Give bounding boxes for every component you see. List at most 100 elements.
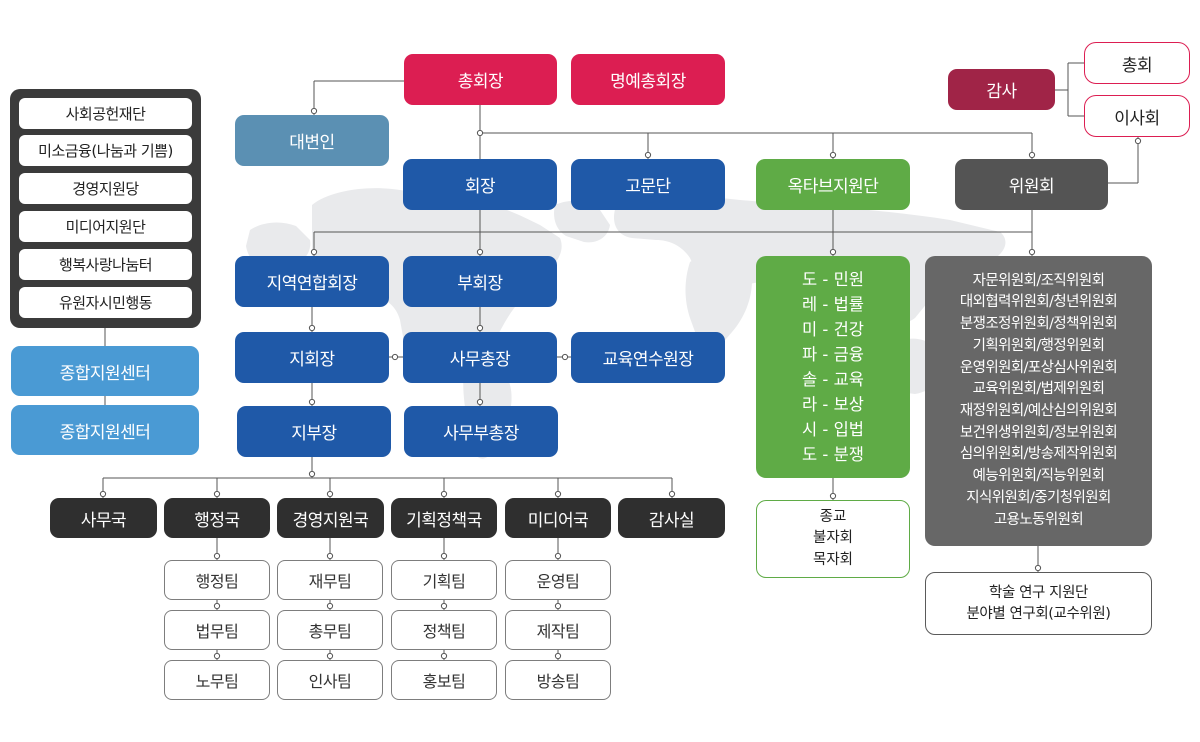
- committee-item: 지식위원회/중기청위원회: [966, 489, 1111, 506]
- committee-list: 자문위원회/조직위원회 대외협력위원회/청년위원회 분쟁조정위원회/정책위원회 …: [925, 256, 1152, 546]
- team-box: 정책팀: [391, 610, 497, 650]
- religion-item: 목자회: [812, 551, 854, 568]
- connector-node: [213, 552, 221, 560]
- support-center-box-2: 종합지원센터: [11, 405, 199, 455]
- secretary-general-box: 사무총장: [403, 332, 557, 383]
- regional-chair-box: 지역연합회장: [235, 256, 389, 307]
- committee-item: 재정위원회/예산심의위원회: [959, 403, 1118, 419]
- committee-item: 기획위원회/행정위원회: [972, 337, 1105, 354]
- connector-node: [213, 602, 221, 610]
- connector-node: [391, 353, 399, 361]
- committee-item: 심의위원회/방송제작위원회: [959, 446, 1118, 463]
- team-box: 인사팀: [277, 660, 383, 700]
- committee-item: 보건위생위원회/정보위원회: [959, 424, 1118, 441]
- affiliate-item: 미소금융(나눔과 기쁨): [19, 135, 192, 166]
- connector-node: [1034, 564, 1042, 572]
- connector-node: [440, 652, 448, 660]
- connector-node: [308, 324, 316, 332]
- bureau-box: 감사실: [618, 498, 725, 538]
- academic-support-box: 학술 연구 지원단 분야별 연구회(교수위원): [925, 572, 1152, 635]
- committee-item: 자문위원회/조직위원회: [972, 272, 1105, 289]
- connector-node: [326, 490, 334, 498]
- connector-node: [308, 470, 316, 478]
- connector-node: [476, 248, 484, 256]
- team-box: 운영팀: [505, 560, 611, 600]
- advisors-box: 고문단: [571, 159, 725, 210]
- octave-item: 시 - 입법: [802, 420, 864, 439]
- connector-node: [326, 552, 334, 560]
- connector-node: [326, 602, 334, 610]
- affiliate-item: 행복사랑나눔터: [19, 249, 192, 280]
- connector-node: [440, 490, 448, 498]
- affiliates-panel: 사회공헌재단 미소금융(나눔과 기쁨) 경영지원당 미디어지원단 행복사랑나눔터…: [10, 89, 201, 328]
- vice-chair-box: 부회장: [403, 256, 557, 307]
- connector-node: [561, 353, 569, 361]
- branch-chair-box: 지회장: [235, 332, 389, 383]
- team-box: 홍보팀: [391, 660, 497, 700]
- board-box: 이사회: [1084, 95, 1190, 137]
- connector-node: [829, 151, 837, 159]
- team-box: 행정팀: [164, 560, 270, 600]
- religion-item: 종교: [819, 508, 847, 525]
- affiliate-item: 미디어지원단: [19, 211, 192, 242]
- octave-item: 솔 - 교육: [802, 370, 864, 389]
- president-box: 총회장: [404, 54, 557, 105]
- committee-item: 교육위원회/법제위원회: [972, 381, 1105, 398]
- team-box: 재무팀: [277, 560, 383, 600]
- connector-node: [829, 492, 837, 500]
- bureau-box: 기획정책국: [391, 498, 497, 538]
- connector-node: [554, 602, 562, 610]
- team-box: 기획팀: [391, 560, 497, 600]
- connector-node: [440, 552, 448, 560]
- connector-node: [1028, 151, 1036, 159]
- religion-groups-box: 종교 불자회 목자회: [756, 500, 910, 578]
- team-box: 노무팀: [164, 660, 270, 700]
- affiliate-item: 경영지원당: [19, 173, 192, 204]
- octave-item: 미 - 건강: [802, 320, 864, 339]
- bureau-box: 경영지원국: [277, 498, 384, 538]
- connector-node: [326, 652, 334, 660]
- team-box: 총무팀: [277, 610, 383, 650]
- connector-node: [476, 324, 484, 332]
- bureau-box: 사무국: [50, 498, 157, 538]
- connector-node: [644, 151, 652, 159]
- honorary-president-box: 명예총회장: [571, 54, 725, 105]
- connector-node: [829, 248, 837, 256]
- connector-node: [99, 490, 107, 498]
- connector-node: [554, 490, 562, 498]
- connector-node: [476, 398, 484, 406]
- team-box: 방송팀: [505, 660, 611, 700]
- connector-node: [554, 652, 562, 660]
- octave-services-list: 도 - 민원 레 - 법률 미 - 건강 파 - 금융 솔 - 교육 라 - 보…: [756, 256, 910, 478]
- connector-node: [310, 107, 318, 115]
- octave-item: 라 - 보상: [802, 395, 864, 414]
- academic-item: 학술 연구 지원단: [989, 584, 1088, 601]
- connector-node: [476, 129, 484, 137]
- branch-vice-box: 지부장: [237, 406, 391, 457]
- general-assembly-box: 총회: [1084, 42, 1190, 84]
- connector-node: [1028, 248, 1036, 256]
- auditor-box: 감사: [948, 69, 1055, 110]
- affiliate-item: 유원자시민행동: [19, 287, 192, 318]
- octave-support-box: 옥타브지원단: [756, 159, 910, 210]
- academic-item: 분야별 연구회(교수위원): [966, 605, 1111, 622]
- connector-node: [308, 398, 316, 406]
- committee-item: 고용노동위원회: [993, 511, 1084, 528]
- octave-item: 파 - 금융: [802, 345, 864, 364]
- committee-item: 분쟁조정위원회/정책위원회: [959, 316, 1118, 333]
- education-director-box: 교육연수원장: [571, 332, 725, 383]
- team-box: 법무팀: [164, 610, 270, 650]
- connector-node: [213, 490, 221, 498]
- committee-item: 예능위원회/직능위원회: [972, 468, 1105, 485]
- committee-item: 대외협력위원회/청년위원회: [959, 294, 1118, 311]
- octave-item: 도 - 민원: [802, 270, 864, 289]
- religion-item: 불자회: [812, 530, 854, 547]
- team-box: 제작팀: [505, 610, 611, 650]
- bureau-box: 미디어국: [505, 498, 611, 538]
- bureau-box: 행정국: [164, 498, 270, 538]
- connector-node: [310, 248, 318, 256]
- connector-node: [440, 602, 448, 610]
- connector-node: [1134, 137, 1142, 145]
- committee-item: 운영위원회/포상심사위원회: [959, 359, 1118, 376]
